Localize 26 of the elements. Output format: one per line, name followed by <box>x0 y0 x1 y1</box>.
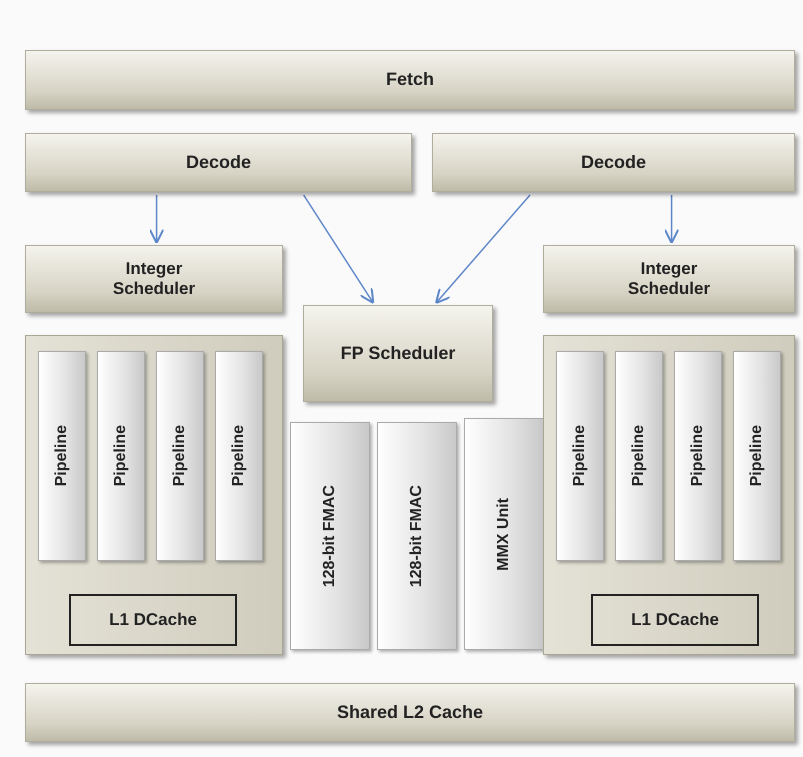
arrow <box>148 195 164 244</box>
unit-column: Pipeline <box>38 351 86 561</box>
unit-column: MMX Unit <box>464 418 544 650</box>
unit-column: 128-bit FMAC <box>377 422 457 650</box>
block-box: Decode <box>432 133 795 192</box>
block-box: Decode <box>25 133 412 192</box>
arrow <box>664 195 680 244</box>
arrow <box>435 194 531 304</box>
block-box: Shared L2 Cache <box>25 683 795 742</box>
cluster-panel <box>25 335 283 655</box>
cluster-panel <box>543 335 795 655</box>
unit-column: Pipeline <box>156 351 204 561</box>
unit-column: Pipeline <box>556 351 604 561</box>
block-box: Integer Scheduler <box>543 245 795 313</box>
unit-column: Pipeline <box>733 351 781 561</box>
cache-box: L1 DCache <box>69 594 237 646</box>
unit-column: Pipeline <box>674 351 722 561</box>
unit-column: 128-bit FMAC <box>290 422 370 650</box>
unit-column: Pipeline <box>97 351 145 561</box>
cache-box: L1 DCache <box>591 594 759 646</box>
block-box: Integer Scheduler <box>25 245 283 313</box>
block-box: FP Scheduler <box>303 305 493 402</box>
arrow <box>303 194 374 304</box>
unit-column: Pipeline <box>215 351 263 561</box>
block-box: Fetch <box>25 50 795 110</box>
unit-column: Pipeline <box>615 351 663 561</box>
